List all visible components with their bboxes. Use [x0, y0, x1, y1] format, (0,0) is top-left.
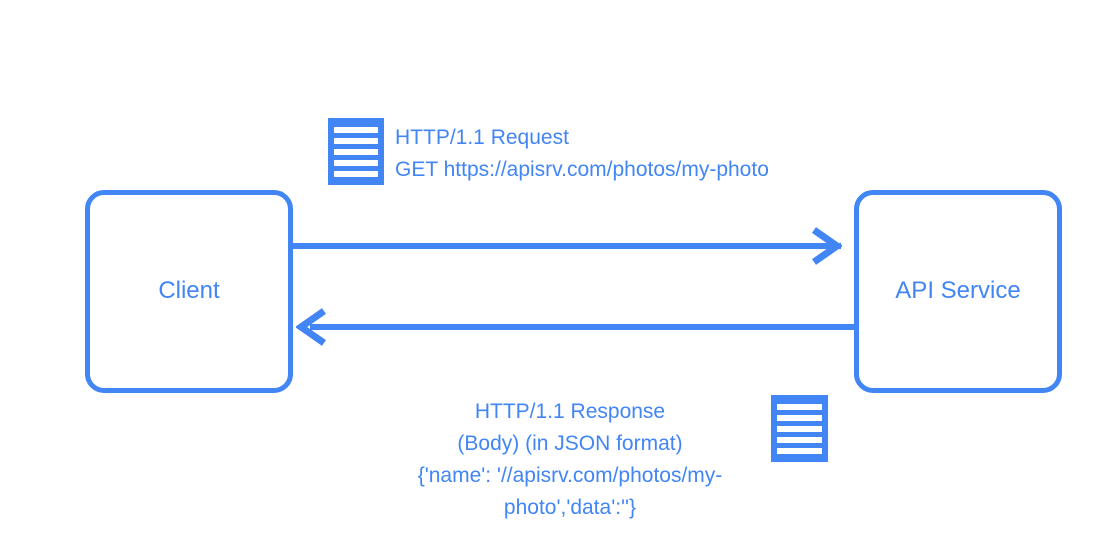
arrow-request-head-icon — [812, 227, 842, 265]
arrow-request-line — [293, 243, 841, 249]
document-icon — [328, 118, 384, 185]
node-api-service[interactable]: API Service — [854, 190, 1062, 393]
document-icon-stripe — [777, 447, 822, 454]
document-icon-stripe — [777, 425, 822, 432]
document-icon-stripe — [334, 159, 378, 166]
document-icon-stripe — [334, 170, 378, 177]
node-api-service-label: API Service — [895, 277, 1021, 305]
node-client-label: Client — [158, 277, 220, 305]
annotation-response-text: HTTP/1.1 Response (Body) (in JSON format… — [417, 400, 723, 519]
document-icon-stripe — [777, 436, 822, 443]
arrow-response-head-icon — [296, 308, 326, 346]
document-icon — [771, 395, 828, 462]
annotation-request-text: HTTP/1.1 Request GET https://apisrv.com/… — [395, 126, 769, 181]
document-icon-stripe — [334, 148, 378, 155]
node-client[interactable]: Client — [85, 190, 293, 393]
document-icon-stripe — [777, 403, 822, 410]
arrow-response-line — [310, 324, 855, 330]
document-icon-stripe — [777, 414, 822, 421]
document-icon-stripe — [334, 126, 378, 133]
document-icon-stripe — [334, 137, 378, 144]
